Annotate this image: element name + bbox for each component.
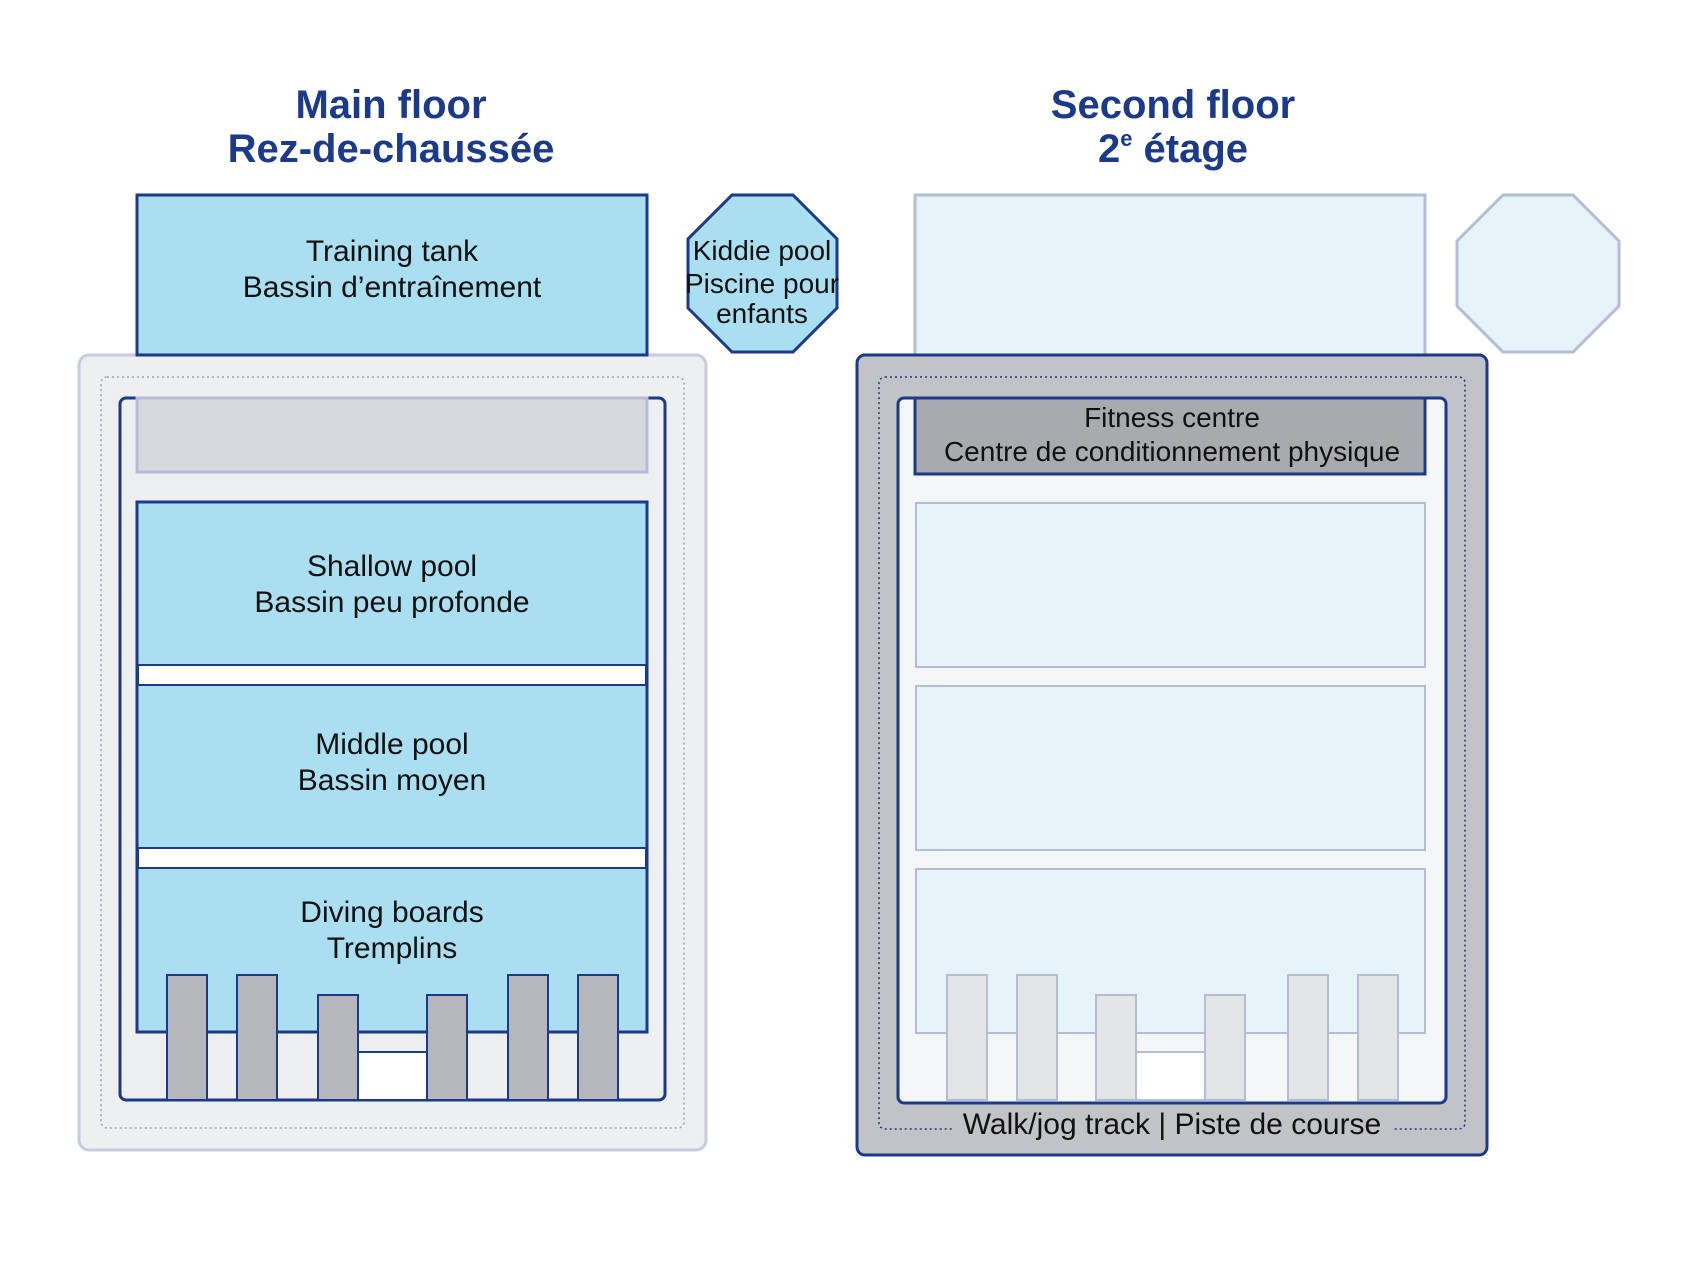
track-dotted-lane (878, 376, 1466, 1130)
main-floor-title-fr: Rez-de-chaussée (228, 127, 555, 171)
diving-platform-gap-below (1135, 1051, 1206, 1101)
fitness-centre-label-fr: Centre de conditionnement physique (944, 436, 1400, 467)
diving-board (426, 994, 468, 1101)
diving-board-below (1204, 994, 1246, 1101)
pool-divider-2 (137, 847, 647, 869)
training-tank-label-fr: Bassin d’entraînement (243, 271, 542, 304)
kiddie-pool-label-line3: enfants (716, 298, 808, 329)
main-floor-title-en: Main floor (295, 83, 486, 127)
diving-board (317, 994, 359, 1101)
training-tank-below (913, 193, 1427, 357)
diving-board (166, 974, 208, 1101)
main-floor-deck-dotted-border (100, 376, 685, 1129)
diving-board-below (946, 974, 988, 1101)
second-floor: Second floor 2e étage Fitness centre Cen… (855, 83, 1621, 1157)
diving-board-below (1016, 974, 1058, 1101)
diving-board (577, 974, 619, 1101)
diving-pool-below (915, 868, 1426, 1034)
middle-pool-label-fr: Bassin moyen (298, 764, 486, 797)
track-label-background (952, 1110, 1392, 1146)
kiddie-pool-label-line1: Kiddie pool (693, 235, 832, 266)
diving-board-below (1287, 974, 1329, 1101)
training-tank (135, 193, 649, 357)
diving-label-en: Diving boards (300, 896, 483, 929)
diving-board (236, 974, 278, 1101)
track-label: Walk/jog track | Piste de course (963, 1108, 1382, 1141)
middle-pool-label-en: Middle pool (315, 728, 468, 761)
training-tank-label-en: Training tank (306, 235, 479, 268)
diving-board (507, 974, 549, 1101)
shallow-pool-below (915, 502, 1426, 668)
middle-pool-below (915, 685, 1426, 851)
pool-divider-1 (137, 664, 647, 686)
diving-board-below (1095, 994, 1137, 1101)
shallow-pool-label-fr: Bassin peu profonde (254, 586, 529, 619)
shallow-pool-label-en: Shallow pool (307, 550, 477, 583)
diving-label-fr: Tremplins (327, 932, 458, 965)
kiddie-pool-label-line2: Piscine pour (685, 268, 839, 299)
fitness-centre (913, 396, 1427, 476)
upper-gray-area (135, 396, 649, 474)
diving-platform-gap (357, 1051, 428, 1101)
main-floor: Main floor Rez-de-chaussée Training tank… (77, 83, 839, 1152)
second-floor-title-fr: 2e étage (1098, 126, 1248, 171)
diving-board-below (1357, 974, 1399, 1101)
main-pool (135, 500, 649, 1034)
kiddie-pool-below (1455, 193, 1621, 354)
second-floor-title-en: Second floor (1051, 83, 1295, 127)
fitness-centre-label-en: Fitness centre (1084, 402, 1260, 433)
kiddie-pool (686, 193, 839, 354)
